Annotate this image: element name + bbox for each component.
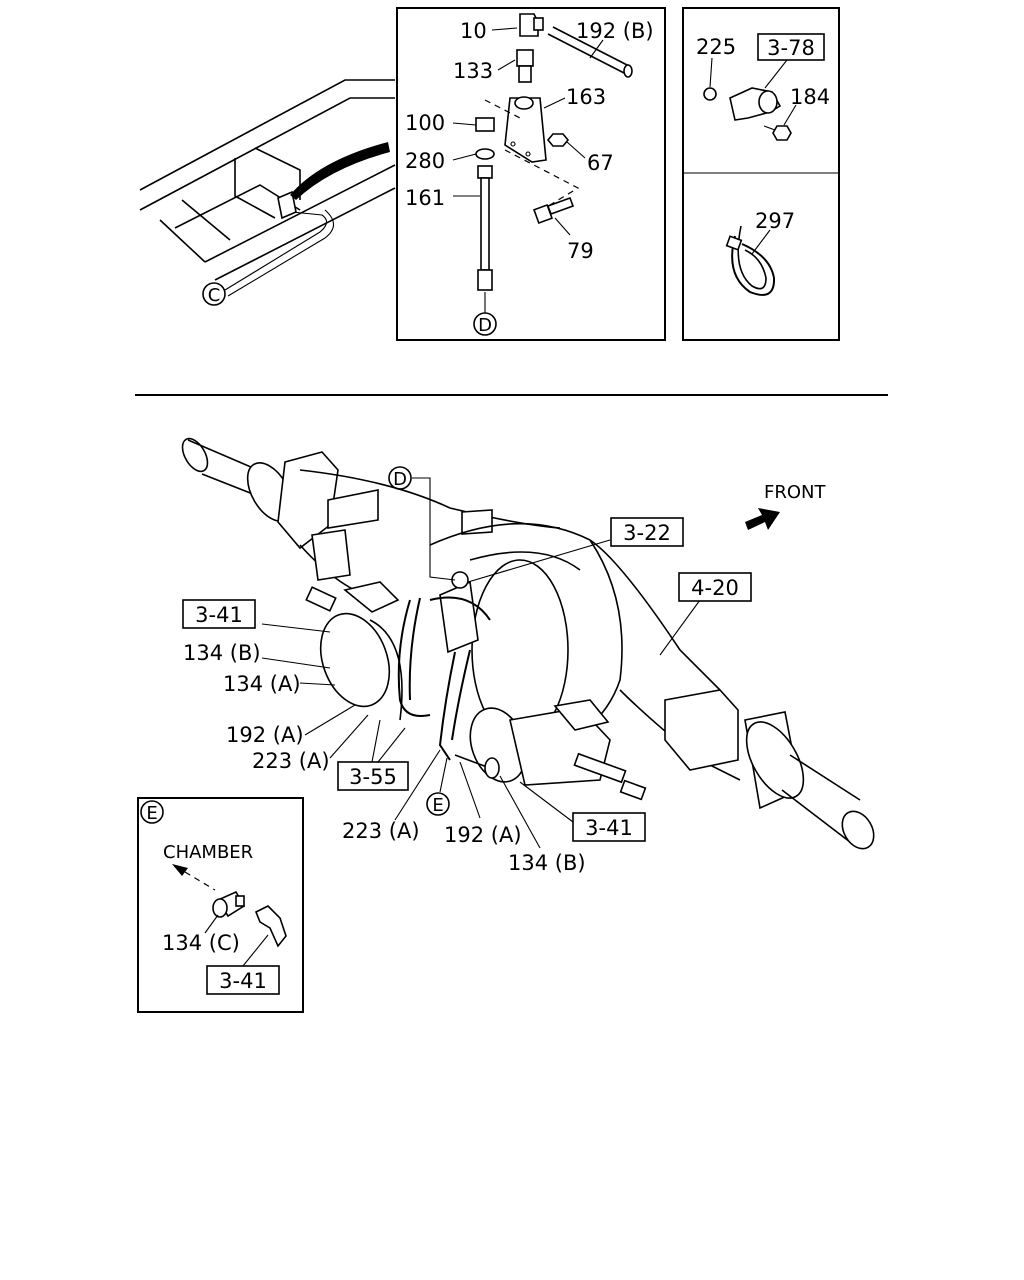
chamber-direction-arrow-icon: [172, 864, 216, 891]
callout-192a-left: 192 (A): [226, 723, 304, 747]
callout-134b-bottom: 134 (B): [508, 851, 586, 875]
detail-box-inset-e: [137, 797, 304, 1013]
callout-297: 297: [755, 209, 795, 233]
callout-280: 280: [405, 149, 445, 173]
front-indicator: FRONT: [745, 482, 826, 530]
detail-box-clip-tie: [682, 7, 840, 341]
callout-163: 163: [566, 85, 606, 109]
callout-67: 67: [587, 151, 614, 175]
ref-3-55-label: 3-55: [349, 765, 397, 789]
frame-rail-illustration: [139, 79, 396, 297]
detail-box-fitting: [396, 7, 666, 341]
callout-10: 10: [460, 19, 487, 43]
callout-134c: 134 (C): [162, 931, 240, 955]
ref-3-41-right: 3-41: [572, 812, 646, 842]
callout-223a-left: 223 (A): [252, 749, 330, 773]
marker-e-inset: E: [140, 800, 164, 824]
clip-assembly: [703, 87, 792, 141]
callout-134a: 134 (A): [223, 672, 301, 696]
callout-225: 225: [696, 35, 736, 59]
marker-d-top: D: [473, 312, 497, 336]
marker-e-main-label: E: [432, 795, 443, 816]
marker-d-main-label: D: [393, 469, 407, 490]
ref-3-41-right-label: 3-41: [585, 816, 633, 840]
marker-c-top-label: C: [208, 285, 221, 306]
front-arrow-icon: [745, 508, 780, 530]
leader-lines-main: [261, 477, 701, 849]
marker-d-main: D: [388, 466, 412, 490]
ref-3-78-label: 3-78: [767, 36, 815, 60]
ref-3-41-inset-label: 3-41: [219, 969, 267, 993]
fitting-assembly: [475, 13, 633, 291]
rear-axle-illustration: [181, 437, 875, 850]
callout-223a-bottom: 223 (A): [342, 819, 420, 843]
marker-c-top: C: [202, 282, 226, 306]
marker-d-top-label: D: [478, 315, 492, 336]
callout-161: 161: [405, 186, 445, 210]
ref-3-78: 3-78: [757, 33, 825, 61]
callout-192a-bottom: 192 (A): [444, 823, 522, 847]
callout-184: 184: [790, 85, 830, 109]
callout-79: 79: [567, 239, 594, 263]
marker-e-main: E: [426, 792, 450, 816]
ref-3-41-left: 3-41: [182, 599, 256, 629]
callout-192b: 192 (B): [576, 19, 654, 43]
ref-4-20: 4-20: [678, 572, 752, 602]
ref-3-41-left-label: 3-41: [195, 603, 243, 627]
callout-133: 133: [453, 59, 493, 83]
inset-fittings: [212, 890, 287, 948]
marker-e-inset-label: E: [146, 803, 157, 824]
leader-lines-top-center: [452, 27, 604, 313]
ref-4-20-label: 4-20: [691, 576, 739, 600]
ref-3-22-label: 3-22: [623, 521, 671, 545]
front-label: FRONT: [764, 482, 826, 503]
ref-3-55: 3-55: [337, 761, 409, 791]
callout-100: 100: [405, 111, 445, 135]
chamber-label: CHAMBER: [163, 842, 253, 863]
ref-3-22: 3-22: [610, 517, 684, 547]
ref-3-41-inset: 3-41: [206, 965, 280, 995]
callout-134b-top: 134 (B): [183, 641, 261, 665]
cable-tie: [725, 225, 776, 296]
